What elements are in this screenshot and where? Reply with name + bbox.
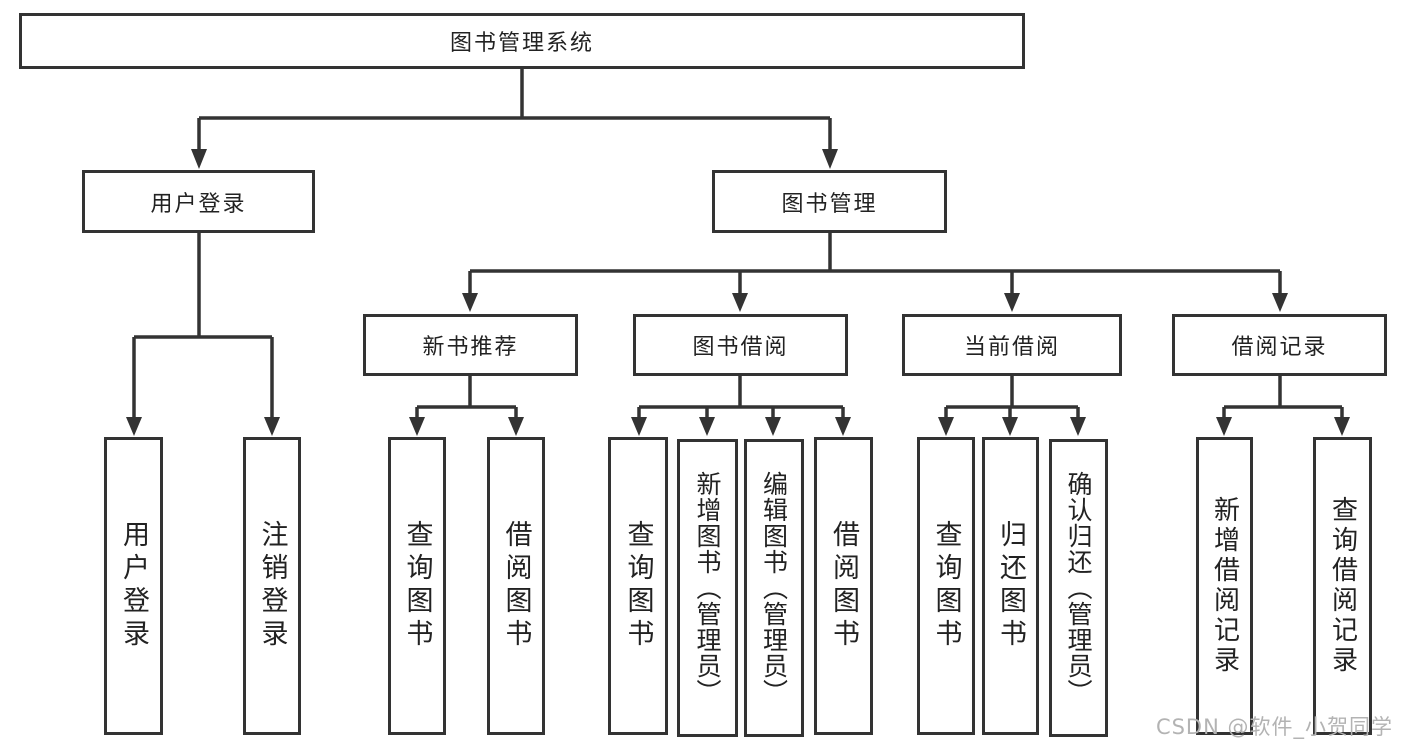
leaf-add-books-admin-label: 新增图书（管理员） [693,471,722,705]
arrowhead-icon [631,417,647,436]
node-book-management-label: 图书管理 [781,191,878,217]
arrowhead-icon [264,417,280,436]
node-current-borrow: 当前借阅 [902,314,1122,376]
arrowhead-icon [1004,293,1020,312]
leaf-add-books-admin: 新增图书（管理员） [677,439,738,737]
leaf-logout: 注销登录 [243,437,301,735]
node-user-login-label: 用户登录 [150,191,247,217]
arrowhead-icon [1002,417,1018,436]
leaf-query-borrow-record-label: 查询借阅记录 [1327,496,1358,676]
node-book-borrow: 图书借阅 [633,314,848,376]
arrowhead-icon [938,417,954,436]
arrowhead-icon [508,417,524,436]
connector-root-to-level2 [197,69,832,151]
arrowheads [126,149,1350,436]
leaf-confirm-return-admin: 确认归还（管理员） [1049,439,1108,737]
arrowhead-icon [732,293,748,312]
arrowhead-icon [126,417,142,436]
leaf-return-books: 归还图书 [982,437,1039,735]
leaf-borrow-books-recommend: 借阅图书 [487,437,545,735]
leaf-query-books-current: 查询图书 [917,437,975,735]
node-new-book-recommend-label: 新书推荐 [422,335,519,360]
node-root-system-label: 图书管理系统 [449,31,594,56]
node-borrow-records: 借阅记录 [1172,314,1387,376]
arrowhead-icon [822,149,838,169]
arrowhead-icon [765,417,781,436]
leaf-user-login: 用户登录 [104,437,163,735]
leaf-query-books-recommend-label: 查询图书 [401,520,433,652]
arrowhead-icon [409,417,425,436]
node-new-book-recommend: 新书推荐 [363,314,578,376]
leaf-logout-label: 注销登录 [256,520,288,652]
node-book-management: 图书管理 [712,170,947,233]
arrowhead-icon [1216,417,1232,436]
node-borrow-records-label: 借阅记录 [1231,335,1328,360]
node-book-borrow-label: 图书借阅 [692,335,789,360]
leaf-edit-books-admin: 编辑图书（管理员） [744,439,804,737]
arrowhead-icon [462,293,478,312]
arrowhead-icon [1334,417,1350,436]
leaf-query-books-borrow: 查询图书 [608,437,668,735]
connector-book-borrow-to-leaves [637,376,845,419]
arrowhead-icon [191,149,207,169]
leaf-user-login-label: 用户登录 [118,520,149,652]
leaf-return-books-label: 归还图书 [995,520,1026,652]
leaf-confirm-return-admin-label: 确认归还（管理员） [1064,471,1093,705]
leaf-query-borrow-record: 查询借阅记录 [1313,437,1372,735]
connector-current-borrow-to-leaves [944,376,1080,419]
leaf-add-borrow-record: 新增借阅记录 [1196,437,1253,735]
node-current-borrow-label: 当前借阅 [963,335,1060,360]
connector-user-login-to-leaves [132,233,274,419]
connector-borrow-records-to-leaves [1222,376,1344,419]
arrowhead-icon [1070,417,1086,436]
arrowhead-icon [835,417,851,436]
node-root-system: 图书管理系统 [19,13,1025,69]
leaf-borrow-books: 借阅图书 [814,437,873,735]
arrowhead-icon [1272,293,1288,312]
leaf-query-books-borrow-label: 查询图书 [622,520,654,652]
csdn-watermark: CSDN @软件_小贺同学 [1155,715,1393,739]
leaf-borrow-books-recommend-label: 借阅图书 [500,520,532,652]
leaf-borrow-books-label: 借阅图书 [828,520,859,652]
node-user-login: 用户登录 [82,170,315,233]
leaf-add-borrow-record-label: 新增借阅记录 [1209,496,1240,676]
connector-new-book-rec-to-leaves [415,376,518,419]
leaf-query-books-current-label: 查询图书 [930,520,962,652]
leaf-query-books-recommend: 查询图书 [388,437,446,735]
leaf-edit-books-admin-label: 编辑图书（管理员） [759,471,789,705]
arrowhead-icon [699,417,715,436]
connector-book-mgmt-to-level3 [468,233,1282,295]
